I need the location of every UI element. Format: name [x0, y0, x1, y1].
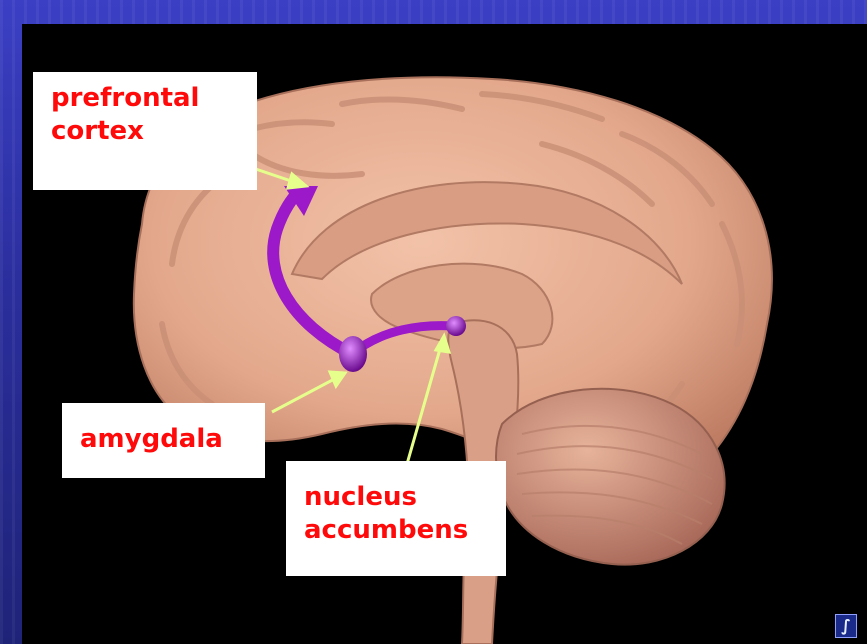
label-prefrontal-line1: prefrontal [51, 82, 247, 115]
label-prefrontal-line2: cortex [51, 115, 247, 148]
label-nucleus-accumbens: nucleus accumbens [286, 461, 506, 576]
label-amygdala-text: amygdala [80, 423, 255, 456]
amygdala-node [339, 336, 367, 372]
logo-icon: ∫ [835, 614, 857, 638]
label-nucleus-line2: accumbens [304, 514, 496, 547]
label-nucleus-line1: nucleus [304, 481, 496, 514]
nucleus-accumbens-node [446, 316, 466, 336]
brain-figure-panel: prefrontal cortex amygdala nucleus accum… [22, 24, 867, 644]
label-prefrontal-cortex: prefrontal cortex [33, 72, 257, 190]
label-amygdala: amygdala [62, 403, 265, 478]
cerebellum [496, 389, 725, 565]
